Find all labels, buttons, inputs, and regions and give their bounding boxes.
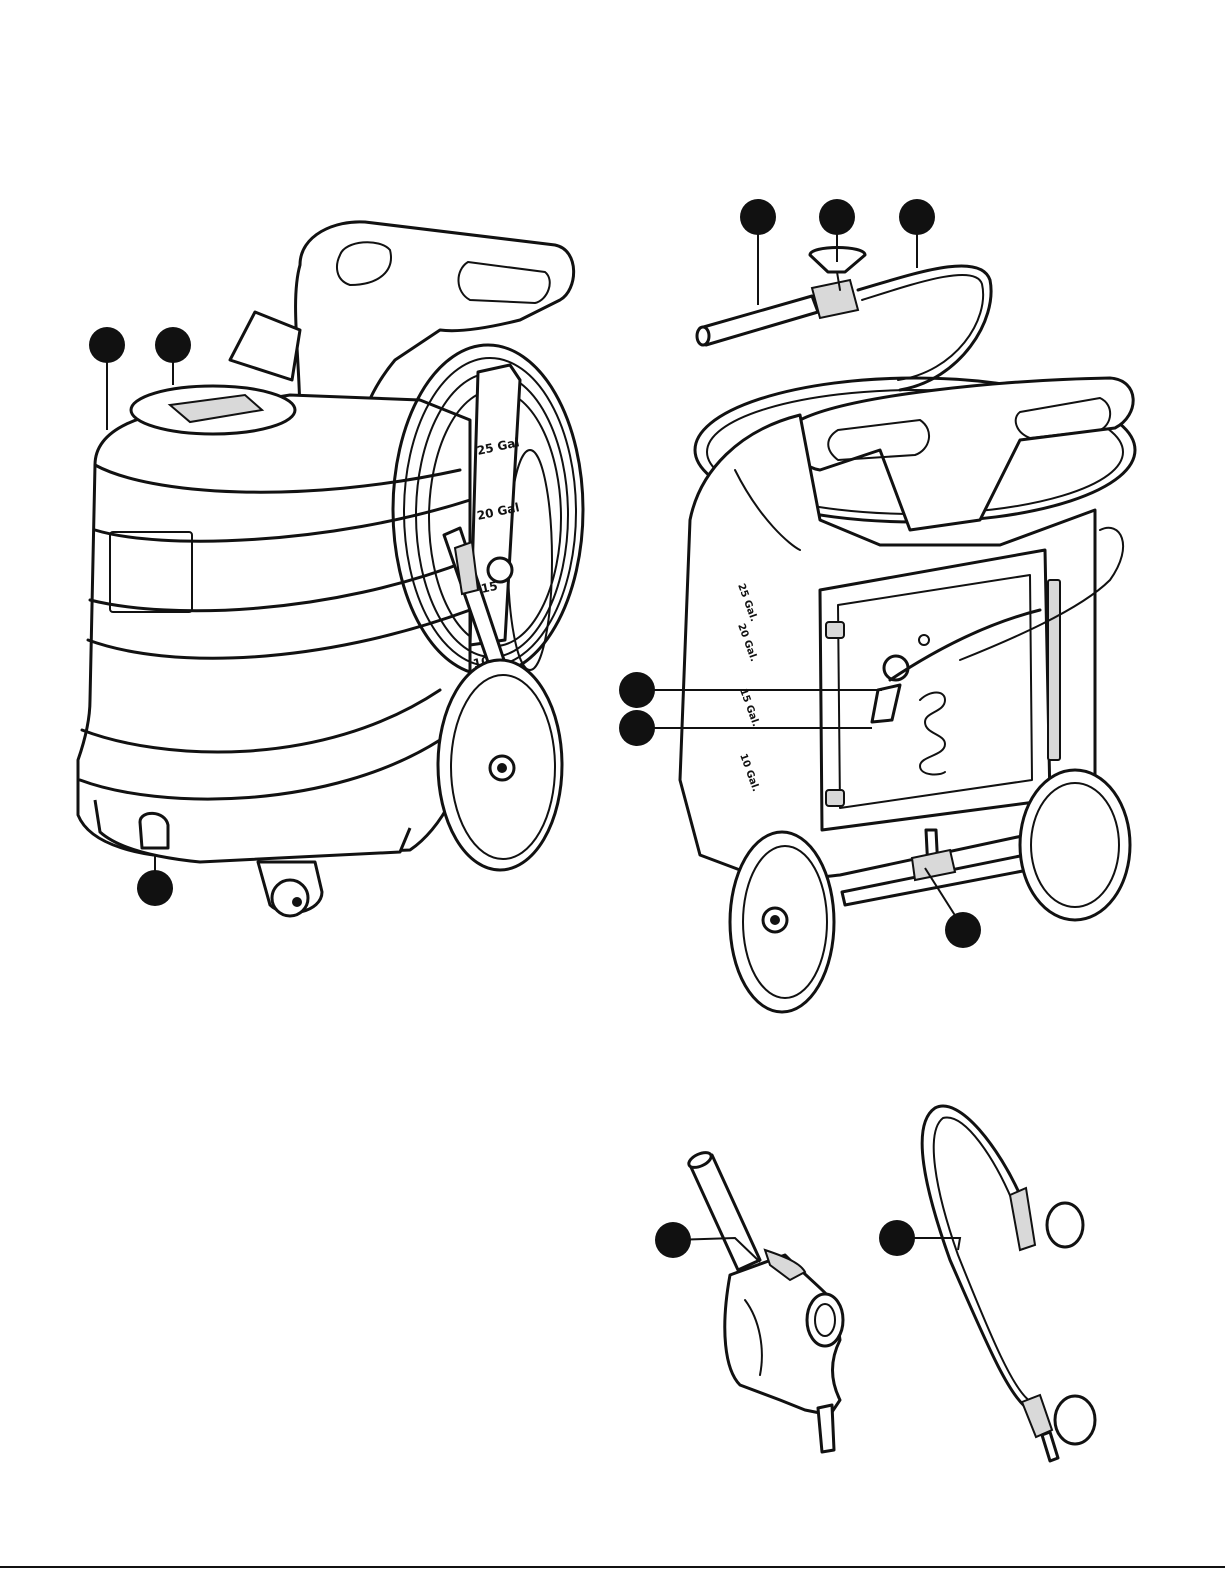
callout-nozzle <box>655 1222 691 1258</box>
callout-rear-valve <box>819 199 855 235</box>
callout-rear-fill-hose <box>899 199 935 235</box>
callout-rear-fitting-lower <box>619 710 655 746</box>
rear-fill-hose <box>858 266 991 390</box>
rear-view: 25 Gal. 20 Gal. 15 Gal. 10 Gal. <box>680 248 1135 1013</box>
callout-front-tank <box>89 327 125 363</box>
front-view: 25 Gal 20 Gal 15 10 <box>78 222 583 916</box>
callout-front-lid <box>155 327 191 363</box>
callout-rear-fill-pipe <box>740 199 776 235</box>
callout-rear-fitting-upper <box>619 672 655 708</box>
front-tank-body <box>78 395 470 858</box>
callout-hose-assembly <box>879 1220 915 1256</box>
callout-rear-axle <box>945 912 981 948</box>
bottom-rule <box>0 1566 1225 1568</box>
hose-detail <box>922 1106 1095 1461</box>
nozzle-detail <box>687 1149 843 1452</box>
callout-front-drain <box>137 870 173 906</box>
rear-valve <box>812 280 858 318</box>
